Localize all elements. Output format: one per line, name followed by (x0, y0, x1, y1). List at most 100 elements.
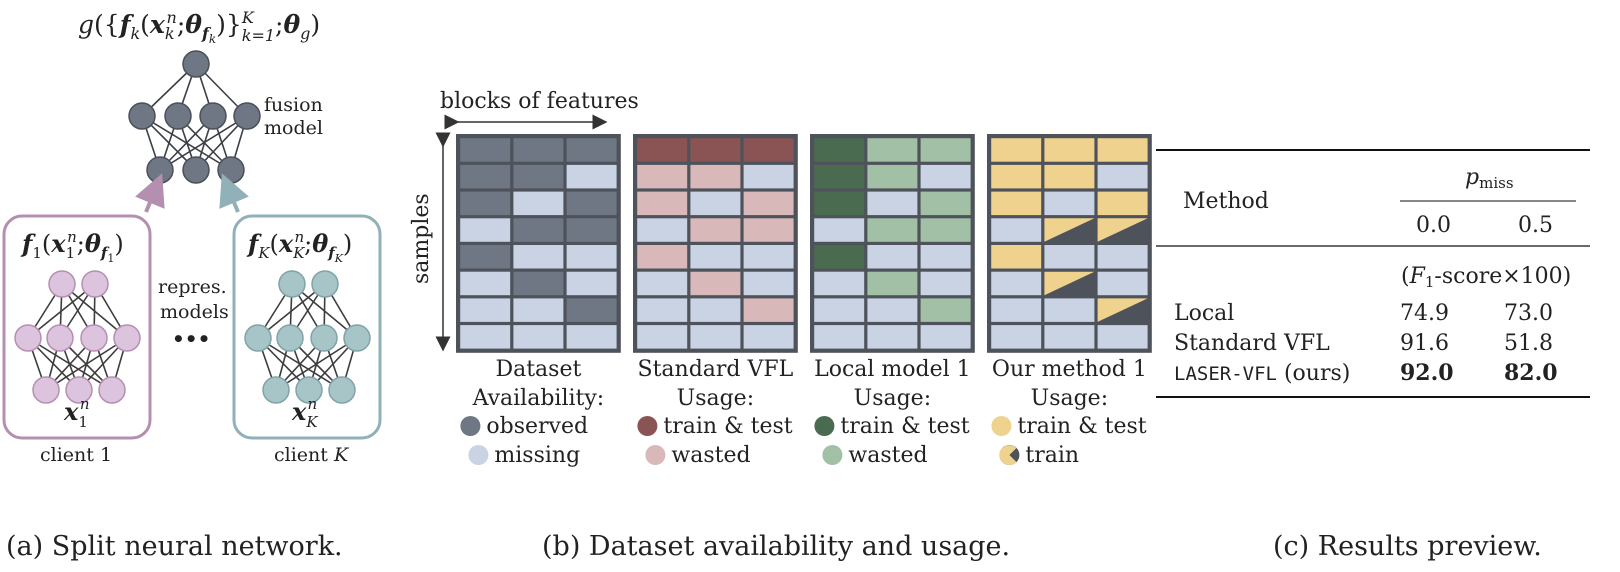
grid-cell (920, 298, 971, 322)
grid-cell (566, 138, 617, 162)
grid-cell (743, 245, 794, 269)
grid-cell (513, 245, 564, 269)
grid-cell (513, 218, 564, 242)
grid-cell (637, 164, 688, 189)
client1-neuron (113, 324, 141, 352)
grid-cell (743, 298, 794, 322)
grid-cell (1097, 325, 1148, 349)
grid-cell (867, 245, 918, 269)
fusion-neuron (233, 102, 261, 130)
grid-captions: DatasetAvailability:observedmissingStand… (460, 357, 1147, 468)
grid-cell (460, 325, 511, 349)
legend-label: wasted (671, 443, 750, 468)
grid-cell (690, 245, 741, 269)
grid-4-title: Our method 1 (992, 357, 1147, 382)
grid-cell (743, 138, 794, 162)
grid-cell (566, 271, 617, 296)
col-00: 0.0 (1416, 213, 1451, 238)
repres-label-line2: models (160, 301, 229, 323)
client1-label: client 1 (40, 444, 112, 466)
row-laser-vfl-v00: 92.0 (1400, 360, 1454, 386)
legend-label: train & test (840, 414, 969, 439)
grid-cell (920, 138, 971, 162)
row-laser-vfl-v05: 82.0 (1504, 360, 1558, 386)
laser-vfl-suffix: (ours) (1277, 361, 1350, 386)
clientK-edge (275, 337, 358, 391)
grid-cell (513, 138, 564, 162)
legend-label: train & test (663, 414, 792, 439)
grid-cell (1044, 325, 1095, 349)
grid-cell (814, 245, 865, 269)
clientK-edge (257, 283, 326, 339)
grid-cell (637, 218, 688, 242)
legend-label: train (1025, 443, 1079, 468)
grid-cell (566, 325, 617, 349)
grid-cell (690, 271, 741, 296)
fusion-neuron (164, 102, 192, 130)
grid-cell (513, 298, 564, 322)
usage-grids (456, 134, 1152, 353)
grid-cell (867, 298, 918, 322)
fusion-neuron (128, 102, 156, 130)
grid-cell (991, 298, 1042, 322)
grid-cell (991, 164, 1042, 189)
grid-cell (814, 218, 865, 242)
grid-cell (513, 325, 564, 349)
grid-cell (566, 245, 617, 269)
grid-cell (460, 245, 511, 269)
row-standard-vfl-v05: 51.8 (1504, 331, 1553, 356)
grid-cell (1044, 138, 1095, 162)
grid-cell (991, 138, 1042, 162)
grid-cell (920, 191, 971, 216)
legend-label: missing (494, 443, 580, 468)
legend-swatch (637, 416, 658, 436)
clientK-input: xKn (291, 395, 318, 431)
clientK-box (232, 214, 382, 440)
repres-label-line1: repres. (158, 276, 227, 298)
clientK-representation-network (244, 270, 371, 404)
grid-cell (743, 325, 794, 349)
client1-input: x1n (63, 395, 90, 431)
grid-cell-train-half (1097, 298, 1148, 322)
grid-cell (1097, 191, 1148, 216)
grid-cell (460, 271, 511, 296)
client1-neuron (80, 324, 108, 352)
clientK-neuron (276, 324, 304, 352)
grid-cell (867, 138, 918, 162)
grid-cell (814, 298, 865, 322)
grid-cell (814, 191, 865, 216)
grid-cell (460, 218, 511, 242)
grid-cell (637, 191, 688, 216)
client1-neuron (46, 324, 74, 352)
grid-cell (991, 325, 1042, 349)
clientK-arrow (219, 173, 249, 213)
legend-swatch (991, 416, 1012, 436)
fusion-label-line2: model (264, 117, 323, 139)
laser-vfl-name: LASER-VFL (1174, 363, 1277, 385)
grid-cell (637, 245, 688, 269)
grid-cell-train-half (1097, 218, 1148, 242)
grid-cell (690, 298, 741, 322)
grid-cell (920, 218, 971, 242)
legend-swatch (822, 445, 843, 465)
fusion-edge (159, 115, 248, 171)
grid-cell (1044, 191, 1095, 216)
row-laser-vfl-method: LASER-VFL (ours) (1174, 361, 1350, 386)
legend-swatch (645, 445, 666, 465)
panel-c-results-table: Method pmiss 0.0 0.5 (F1-score×100) Loca… (1156, 149, 1590, 562)
grid-cell (867, 325, 918, 349)
grid-4-subtitle: Usage: (1031, 386, 1108, 411)
grid-cell (1097, 164, 1148, 189)
col-05: 0.5 (1518, 213, 1553, 238)
grid-cell (566, 191, 617, 216)
clientK-neuron (343, 324, 371, 352)
legend-label: wasted (848, 443, 927, 468)
grid-cell (637, 325, 688, 349)
grid-cell (566, 298, 617, 322)
clientK-label: client K (274, 444, 350, 466)
grid-cell (814, 138, 865, 162)
clientK-neuron (310, 324, 338, 352)
grid-cell (513, 271, 564, 296)
